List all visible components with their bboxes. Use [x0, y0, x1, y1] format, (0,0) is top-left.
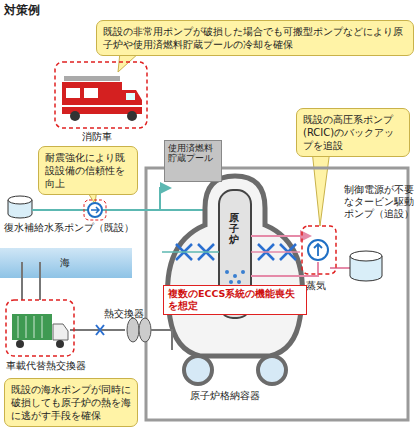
box-text: 使用済燃料貯蔵プール: [168, 143, 218, 163]
pool-box: 使用済燃料貯蔵プール: [164, 140, 222, 182]
box-text: 複数のECCS系統の機能喪失を想定: [168, 288, 302, 312]
box-text: 既設の海水ポンプが同時に破損しても原子炉の熱を海に逃がす手段を確保: [11, 383, 131, 422]
diagram-title: 対策例: [4, 2, 40, 19]
callout-box: 既設の海水ポンプが同時に破損しても原子炉の熱を海に逃がす手段を確保: [4, 378, 138, 427]
part-label: 蒸気: [306, 280, 336, 293]
box-text: 耐震強化により既設設備の信頼性を向上: [45, 151, 131, 190]
box-text: 既設の高圧系ポンプ(RCIC)のバックアップを追設: [303, 113, 403, 152]
part-label: 原子炉格納容器: [190, 390, 280, 403]
part-label: 制御電源が不要なタービン駆動ポンプ（追設）: [344, 184, 416, 220]
callout-box: 既設の高圧系ポンプ(RCIC)のバックアップを追設: [296, 108, 410, 157]
callout-box: 耐震強化により既設設備の信頼性を向上: [38, 146, 138, 195]
warning-box: 複数のECCS系統の機能喪失を想定: [163, 285, 307, 315]
box-text: 既設の非常用ポンプが破損した場合でも可搬型ポンプなどにより原子炉や使用済燃料貯蔵…: [103, 25, 407, 51]
part-label: 復水補給水系ポンプ（既設）: [4, 222, 154, 235]
callout-box: 既設の非常用ポンプが破損した場合でも可搬型ポンプなどにより原子炉や使用済燃料貯蔵…: [96, 20, 414, 56]
part-label: 消防車: [82, 130, 142, 144]
part-label: 車載代替熱交換器: [6, 360, 116, 373]
part-label: 熱交換器: [104, 308, 164, 321]
part-label: 原子炉: [229, 212, 239, 245]
part-label: 海: [60, 256, 74, 270]
